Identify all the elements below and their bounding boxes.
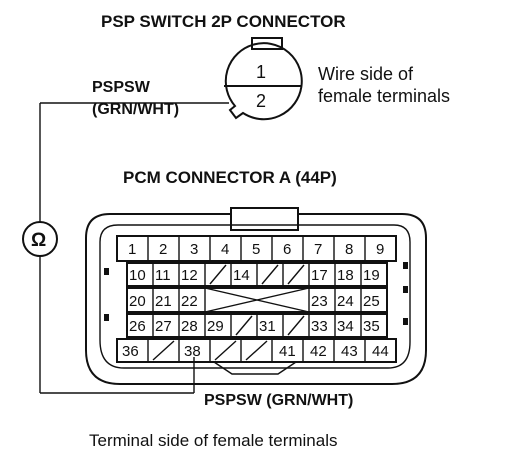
pin-41: 41 [279,343,296,360]
pin-19: 19 [363,267,380,284]
pin-27: 27 [155,318,172,335]
wire-side-label-line1: Wire side of [318,64,414,84]
pin-21: 21 [155,293,172,310]
pin-row-1 [116,235,397,262]
pin-1: 1 [128,241,136,258]
pin-28: 28 [181,318,198,335]
pin-20: 20 [129,293,146,310]
pcm-connector-title: PCM CONNECTOR A (44P) [123,168,337,187]
pin-12: 12 [181,267,198,284]
psp-switch-connector: 1 2 [224,37,303,121]
pin-33: 33 [311,318,328,335]
pcm-connector-housing [85,207,427,385]
pin-35: 35 [363,318,380,335]
psp-connector-title: PSP SWITCH 2P CONNECTOR [101,12,346,31]
ohm-symbol: Ω [31,230,46,251]
pin-4: 4 [221,241,229,258]
pin-10: 10 [129,267,146,284]
pin-6: 6 [283,241,291,258]
ohmmeter: Ω [22,221,58,257]
pin-8: 8 [345,241,353,258]
footer-caption: Terminal side of female terminals [89,431,337,450]
pin-9: 9 [376,241,384,258]
psp-pin-2: 2 [256,91,266,111]
pcm-connector: 1 2 3 4 5 6 7 8 9 10 11 12 14 17 18 19 [85,207,427,385]
pin-36: 36 [122,343,139,360]
rib [403,286,408,293]
pin-3: 3 [190,241,198,258]
psp-wire-label-line1: PSPSW [92,79,151,96]
wire-side-label-line2: female terminals [318,86,450,106]
pin-22: 22 [181,293,198,310]
pin-row-3 [126,287,388,313]
pin-31: 31 [259,318,276,335]
pin-44: 44 [372,343,389,360]
pin-43: 43 [341,343,358,360]
pin-29: 29 [207,318,224,335]
pin-26: 26 [129,318,146,335]
rib [403,318,408,325]
pin-5: 5 [252,241,260,258]
pin-11: 11 [155,267,171,284]
rib [104,268,109,275]
pcm-inner-frame [99,224,411,369]
psp-connector-tab [251,37,283,50]
pin-38: 38 [184,343,201,360]
pin-23: 23 [311,293,328,310]
pin-7: 7 [314,241,322,258]
pin-34: 34 [337,318,354,335]
pin-25: 25 [363,293,380,310]
pcm-top-latch [230,207,299,231]
psp-pin-1: 1 [256,62,266,82]
pin-42: 42 [310,343,327,360]
pcm-bottom-latch [213,361,297,375]
rib [403,262,408,269]
psp-wire-label-line2: (GRN/WHT) [92,101,179,118]
pin-18: 18 [337,267,354,284]
rib [104,314,109,321]
pcm-wire-label: PSPSW (GRN/WHT) [204,392,353,409]
pin-17: 17 [311,267,328,284]
pin-24: 24 [337,293,354,310]
ohmmeter-circle [22,221,58,257]
pin-14: 14 [233,267,250,284]
pin-2: 2 [159,241,167,258]
pin-row-5 [116,338,397,363]
